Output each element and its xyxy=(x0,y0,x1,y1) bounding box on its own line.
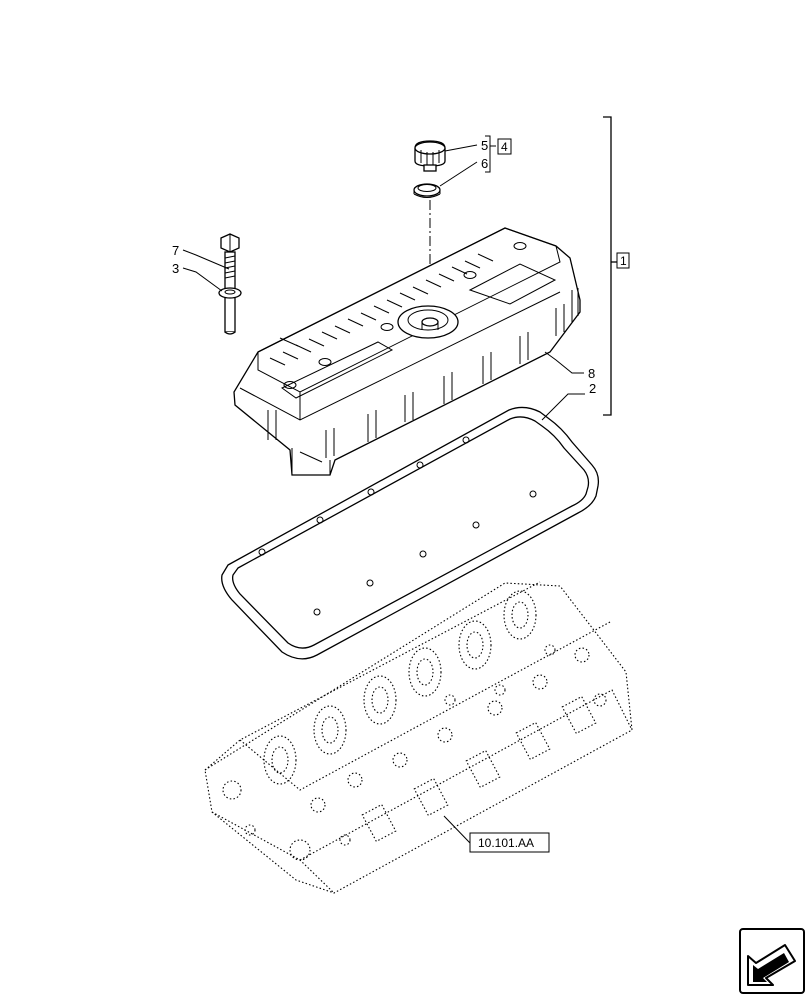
leader-lines xyxy=(182,135,585,844)
next-page-arrow-icon[interactable] xyxy=(739,928,805,994)
exhaust-ports xyxy=(361,695,597,843)
cover-side-bosses xyxy=(267,288,579,458)
washer xyxy=(218,287,242,299)
group-1-bracket xyxy=(603,116,617,416)
filler-cap xyxy=(414,140,446,172)
gasket-lobes xyxy=(258,436,537,616)
callout-labels: 5 6 7 3 8 2 xyxy=(172,138,596,396)
callout-4-box: 4 xyxy=(497,138,512,155)
callout-2: 2 xyxy=(589,381,596,396)
intake-ports xyxy=(263,590,537,785)
callout-6: 6 xyxy=(481,156,488,171)
cover-ribs xyxy=(269,253,494,366)
callout-1: 1 xyxy=(620,254,627,268)
callout-7: 7 xyxy=(172,243,179,258)
valve-cover xyxy=(233,227,581,476)
callout-3: 3 xyxy=(172,261,179,276)
callout-8: 8 xyxy=(588,366,595,381)
reference-link[interactable]: 10.101.AA xyxy=(469,832,550,853)
cylinder-head-phantom xyxy=(204,581,633,894)
reference-label[interactable]: 10.101.AA xyxy=(478,836,534,850)
seal-ring xyxy=(413,183,441,198)
head-bosses xyxy=(222,644,607,861)
gasket xyxy=(221,406,600,660)
callout-5: 5 xyxy=(481,138,488,153)
callout-4: 4 xyxy=(501,140,508,154)
bolt xyxy=(220,233,240,335)
callout-1-box: 1 xyxy=(616,252,630,269)
